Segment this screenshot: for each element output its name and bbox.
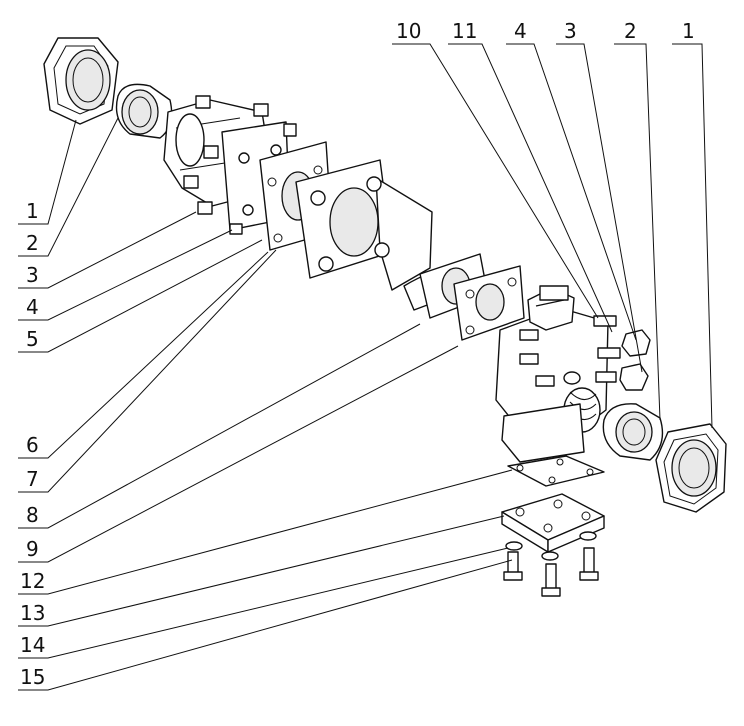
callout-left-7: 7: [26, 467, 39, 491]
callout-top-3: 3: [564, 19, 577, 43]
callout-left-15: 15: [20, 665, 45, 689]
callout-top-4: 4: [514, 19, 527, 43]
leaders-top: [392, 43, 713, 429]
gasket-12: [507, 455, 605, 487]
callout-left-5: 5: [26, 327, 39, 351]
bolts-left: [183, 95, 297, 235]
callout-top-1: 1: [682, 19, 695, 43]
callout-left-9: 9: [26, 537, 39, 561]
callout-left-1: 1: [26, 199, 39, 223]
washers-14: [505, 531, 597, 561]
nipple-right: [602, 403, 664, 461]
callout-left-6: 6: [26, 433, 39, 457]
callout-left-4: 4: [26, 295, 39, 319]
callout-top-10: 10: [396, 19, 421, 43]
callout-left-2: 2: [26, 231, 39, 255]
callout-left-3: 3: [26, 263, 39, 287]
callout-left-12: 12: [20, 569, 45, 593]
bolts-right: [519, 315, 651, 391]
callout-left-8: 8: [26, 503, 39, 527]
flanged-pipe: [295, 159, 471, 311]
callout-left-13: 13: [20, 601, 45, 625]
gasket-9: [453, 265, 525, 341]
nipple-left: [115, 83, 173, 139]
callout-top-11: 11: [452, 19, 477, 43]
bolts-15: [503, 547, 599, 597]
union-nut-right: [655, 423, 727, 513]
callout-left-14: 14: [20, 633, 45, 657]
valve-body-right: [495, 285, 609, 463]
callout-top-2: 2: [624, 19, 637, 43]
union-nut-left: [43, 37, 119, 125]
leaders-left: [18, 117, 513, 691]
